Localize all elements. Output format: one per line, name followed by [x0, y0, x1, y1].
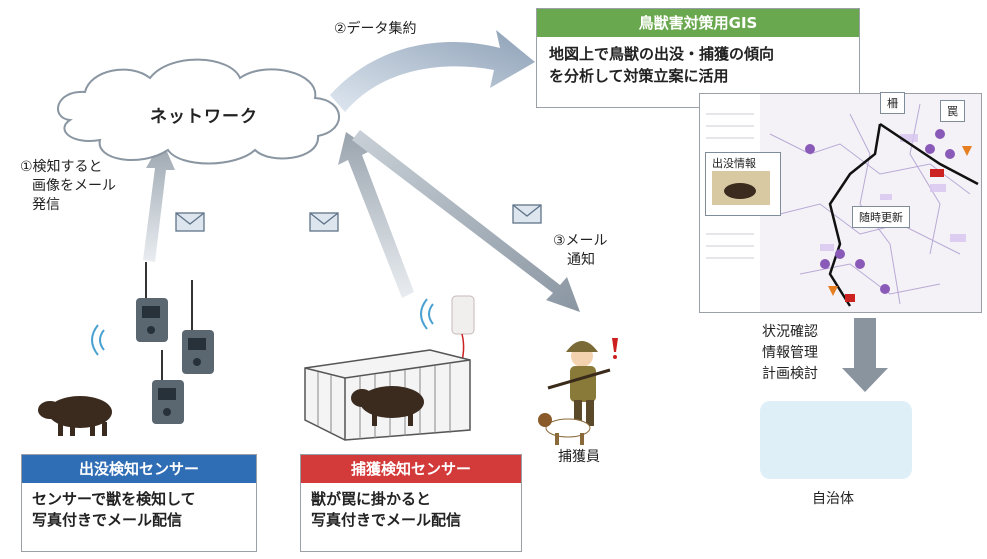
detection-sensor-panel: 出没検知センサー センサーで獣を検知して 写真付きでメール配信 — [21, 454, 257, 552]
cloud-icon — [57, 58, 340, 165]
camera-sensor-icon — [182, 280, 214, 374]
hunter-icon — [547, 338, 618, 426]
step1-line: ①検知すると — [20, 159, 103, 175]
step3-line: 通知 — [567, 252, 595, 268]
detection-description-line: 写真付きでメール配信 — [32, 511, 183, 529]
detection-upload-arrow — [143, 140, 175, 262]
capture-sensor-description: 獣が罠に掛かると 写真付きでメール配信 — [301, 483, 521, 537]
capture-sensor-title: 捕獲検知センサー — [301, 455, 521, 483]
capture-description-line: 獣が罠に掛かると — [311, 490, 432, 508]
capture-upload-arrow — [338, 132, 414, 298]
cage-trap-icon — [304, 349, 471, 441]
capture-sensor-panel: 捕獲検知センサー 獣が罠に掛かると 写真付きでメール配信 — [300, 454, 522, 552]
camera-sensor-icon — [152, 350, 184, 424]
municipality-label: 自治体 — [812, 491, 854, 507]
municipality-illustration-bg — [760, 401, 912, 479]
capture-description-line: 写真付きでメール配信 — [311, 511, 462, 529]
step1-line: 画像をメール — [32, 178, 116, 194]
municipality-actions: 状況確認 情報管理 計画検討 — [762, 322, 818, 385]
municipality-action: 計画検討 — [762, 366, 818, 382]
data-aggregation-arrow — [330, 30, 535, 112]
wireless-signal-icon — [420, 298, 434, 330]
detection-sensor-title: 出没検知センサー — [22, 455, 256, 483]
map-callout-trap: 罠 — [940, 100, 965, 122]
step2-label: ②データ集約 — [334, 21, 417, 37]
gis-title: 鳥獣害対策用GIS — [537, 9, 859, 37]
municipality-action: 状況確認 — [762, 324, 818, 340]
gis-panel: 鳥獣害対策用GIS 地図上で鳥獣の出没・捕獲の傾向 を分析して対策立案に活用 — [536, 8, 860, 108]
mail-icon — [309, 212, 339, 232]
step1-label: ①検知すると 画像をメール 発信 — [20, 158, 116, 215]
hunter-label: 捕獲員 — [558, 449, 600, 465]
step3-label: ③メール 通知 — [553, 232, 608, 270]
municipality-arrow-shaft — [854, 318, 876, 370]
map-callout-sighting: 出没情報 — [705, 152, 781, 216]
sighting-photo-icon — [712, 171, 770, 205]
network-label: ネットワーク — [150, 107, 258, 127]
mail-icon — [512, 204, 542, 224]
municipality-action: 情報管理 — [762, 345, 818, 361]
mail-notify-arrow — [352, 130, 580, 312]
step1-line: 発信 — [32, 197, 60, 213]
dog-icon — [538, 413, 591, 445]
municipality-arrow-head — [842, 368, 888, 392]
sighting-label: 出没情報 — [712, 157, 756, 170]
detection-description-line: センサーで獣を検知して — [32, 490, 196, 508]
detection-sensor-description: センサーで獣を検知して 写真付きでメール配信 — [22, 483, 256, 537]
gis-description: 地図上で鳥獣の出没・捕獲の傾向 を分析して対策立案に活用 — [537, 37, 859, 93]
boar-icon — [38, 396, 112, 436]
wireless-signal-icon — [91, 324, 105, 356]
gis-description-line: を分析して対策立案に活用 — [549, 67, 729, 85]
gis-description-line: 地図上で鳥獣の出没・捕獲の傾向 — [549, 45, 775, 63]
step3-line: ③メール — [553, 233, 608, 249]
camera-sensor-icon — [136, 262, 168, 342]
map-callout-update: 随時更新 — [852, 206, 910, 228]
mail-icon — [175, 212, 205, 232]
map-callout-fence: 柵 — [880, 92, 905, 114]
